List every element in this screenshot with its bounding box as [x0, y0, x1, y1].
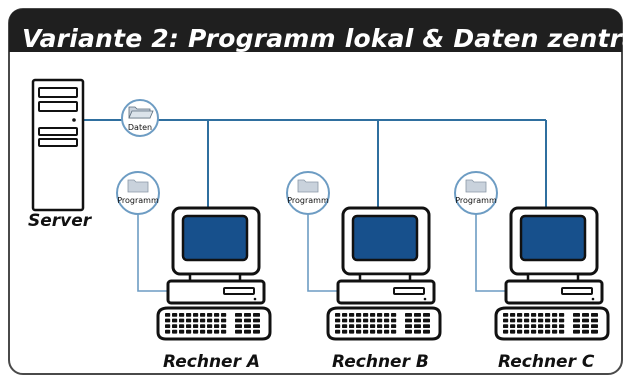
programm-label: Programm: [455, 196, 497, 205]
computer-b: Programm: [286, 171, 442, 341]
computer-base-unit: [166, 279, 266, 305]
diagram-frame: Daten Programm Programm Programm Variante …: [8, 8, 633, 375]
title-bar: [9, 9, 622, 52]
monitor-screen: [519, 214, 587, 262]
computer-label-a: Rechner A: [163, 352, 261, 372]
server-icon: [31, 78, 85, 212]
programm-label: Programm: [117, 196, 159, 205]
folder-icon: [297, 179, 319, 193]
programm-label: Programm: [287, 196, 329, 205]
computer-label-c: Rechner C: [498, 352, 595, 372]
computer-base-unit: [336, 279, 436, 305]
folder-icon: [127, 179, 149, 193]
monitor-icon: [171, 206, 261, 283]
computer-c: Programm: [454, 171, 610, 341]
page-title: Variante 2: Programm lokal & Daten zentr…: [22, 24, 633, 53]
server-label: Server: [28, 211, 92, 231]
programm-badge-c: Programm: [454, 171, 498, 215]
network-lines: [84, 119, 547, 210]
diagram-canvas: Daten Programm Programm Programm: [8, 8, 623, 375]
programm-badge-a: Programm: [116, 171, 160, 215]
monitor-screen: [351, 214, 419, 262]
programm-badge-b: Programm: [286, 171, 330, 215]
computer-a: Programm: [116, 171, 272, 341]
computer-label-b: Rechner B: [332, 352, 429, 372]
computer-base-unit: [504, 279, 604, 305]
monitor-icon: [509, 206, 599, 283]
daten-label: Daten: [128, 123, 152, 132]
monitor-icon: [341, 206, 431, 283]
folder-icon: [465, 179, 487, 193]
daten-folder-badge: Daten: [121, 99, 159, 137]
keyboard-icon: [326, 306, 442, 341]
monitor-screen: [181, 214, 249, 262]
computers-group: Programm Programm Programm: [116, 171, 610, 341]
keyboard-icon: [156, 306, 272, 341]
keyboard-icon: [494, 306, 610, 341]
